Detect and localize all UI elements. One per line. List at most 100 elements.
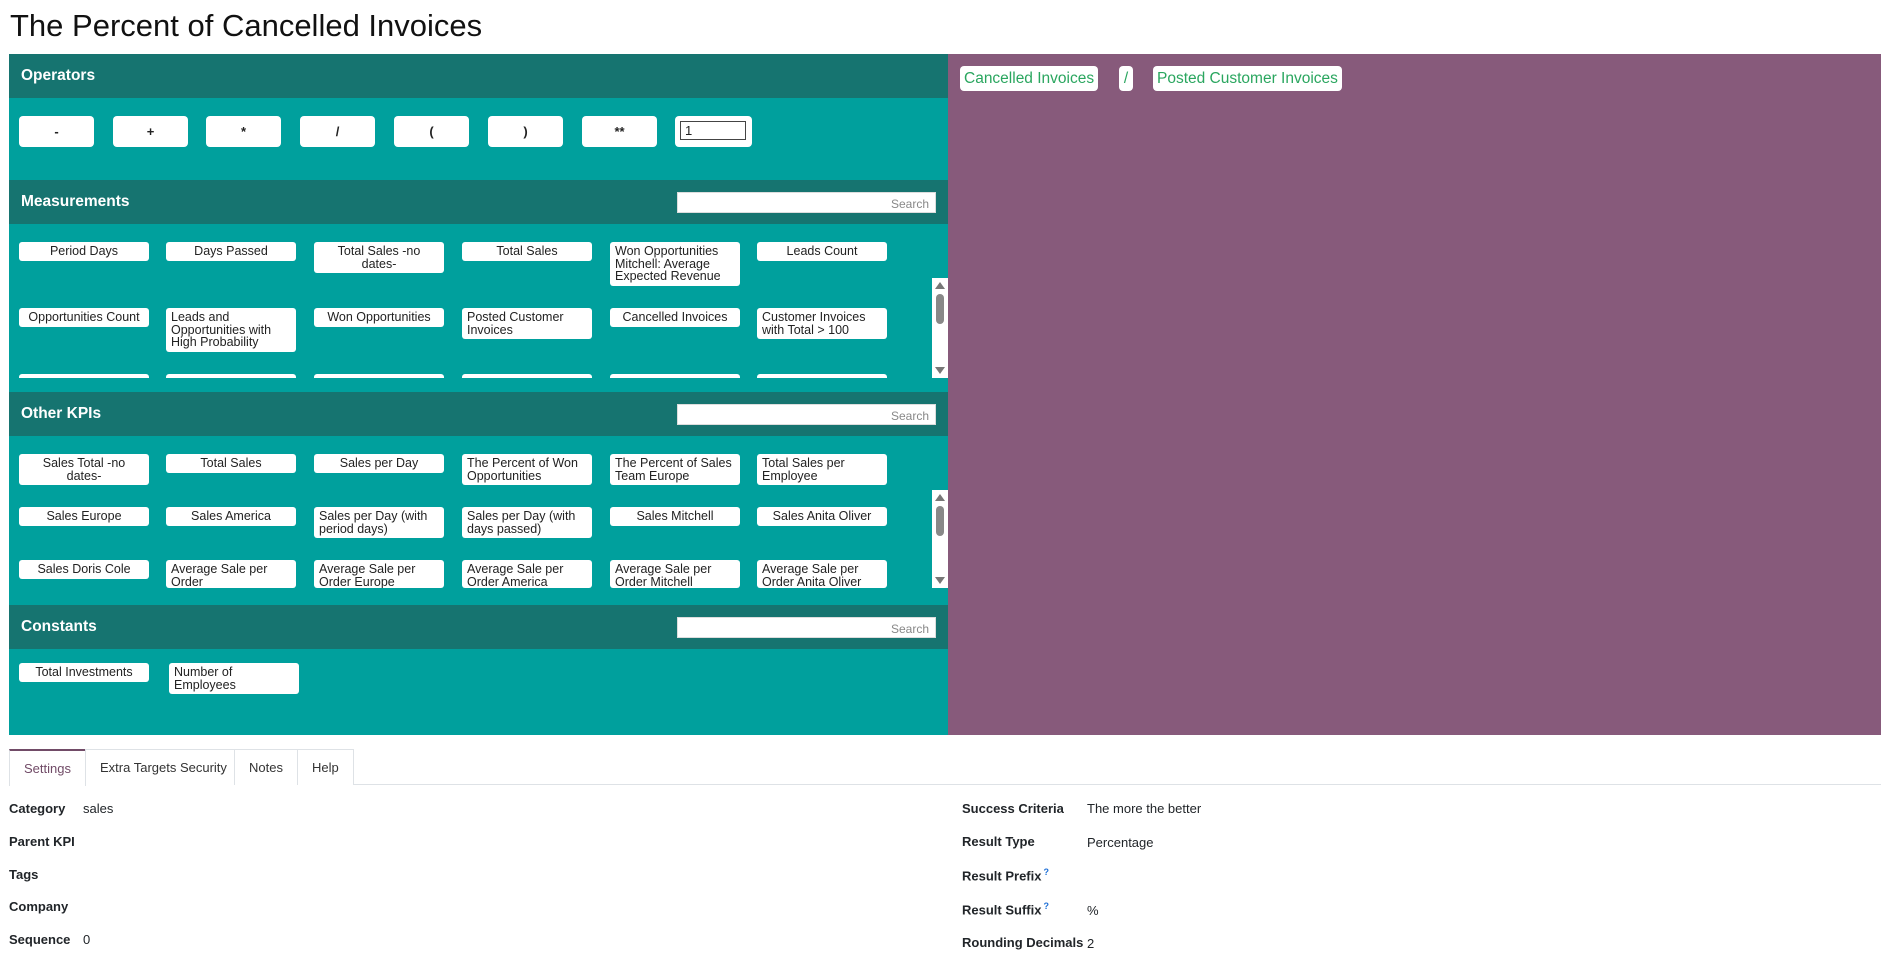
tab-notes[interactable]: Notes xyxy=(234,749,298,785)
measurement-item[interactable]: Total Sales xyxy=(462,242,592,261)
measurement-item[interactable]: Days Passed xyxy=(166,242,296,261)
operator-open-paren-button[interactable]: ( xyxy=(394,116,469,147)
other-kpis-title: Other KPIs xyxy=(21,405,102,422)
help-tooltip-icon[interactable]: ? xyxy=(1043,901,1049,911)
measurements-list: Period Days Days Passed Total Sales -no … xyxy=(9,224,948,378)
formula-token-posted-customer-invoices[interactable]: Posted Customer Invoices xyxy=(1153,66,1342,91)
formula-token-cancelled-invoices[interactable]: Cancelled Invoices xyxy=(960,66,1099,91)
result-type-field[interactable]: Percentage xyxy=(1087,835,1154,850)
constants-search-input[interactable] xyxy=(677,617,936,638)
sequence-label: Sequence xyxy=(9,932,71,947)
scroll-up-icon[interactable] xyxy=(935,494,945,501)
operator-close-paren-button[interactable]: ) xyxy=(488,116,563,147)
measurements-scrollbar[interactable] xyxy=(932,278,948,378)
scroll-down-icon[interactable] xyxy=(935,577,945,584)
kpi-item[interactable]: Sales Anita Oliver xyxy=(757,507,887,526)
measurement-item-partial[interactable] xyxy=(610,374,740,378)
result-type-label: Result Type xyxy=(962,834,1035,849)
measurement-item[interactable]: Total Sales -no dates- xyxy=(314,242,444,273)
operator-multiply-button[interactable]: * xyxy=(206,116,281,147)
measurement-item-partial[interactable] xyxy=(757,374,887,378)
scroll-down-icon[interactable] xyxy=(935,367,945,374)
kpi-item[interactable]: Average Sale per Order Mitchell xyxy=(610,560,740,588)
kpi-item[interactable]: Sales per Day (with days passed) xyxy=(462,507,592,538)
measurement-item[interactable]: Period Days xyxy=(19,242,149,261)
result-suffix-label-text: Result Suffix xyxy=(962,902,1042,918)
measurement-item[interactable]: Opportunities Count xyxy=(19,308,149,327)
measurements-header: Measurements xyxy=(9,180,948,224)
rounding-decimals-field[interactable]: 2 xyxy=(1087,936,1095,951)
measurements-title: Measurements xyxy=(21,193,130,210)
kpi-item[interactable]: Sales per Day (with period days) xyxy=(314,507,444,538)
tags-label: Tags xyxy=(9,867,39,882)
operator-power-button[interactable]: ** xyxy=(582,116,657,147)
kpi-item[interactable]: Sales Mitchell xyxy=(610,507,740,526)
operators-header: Operators xyxy=(9,54,948,98)
constant-input-wrapper xyxy=(675,116,752,147)
success-criteria-label: Success Criteria xyxy=(962,801,1064,816)
measurement-item[interactable]: Won Opportunities Mitchell: Average Expe… xyxy=(610,242,740,286)
result-prefix-label-text: Result Prefix xyxy=(962,868,1042,884)
measurement-item[interactable]: Leads and Opportunities with High Probab… xyxy=(166,308,296,352)
operators-title: Operators xyxy=(21,67,96,84)
measurement-item[interactable]: Customer Invoices with Total > 100 xyxy=(757,308,887,339)
category-label: Category xyxy=(9,801,66,816)
kpi-item[interactable]: Sales Doris Cole xyxy=(19,560,149,579)
kpi-item[interactable]: Average Sale per Order Europe xyxy=(314,560,444,588)
constant-number-input[interactable] xyxy=(680,121,746,140)
scroll-up-icon[interactable] xyxy=(935,282,945,289)
company-label: Company xyxy=(9,899,69,914)
kpi-item[interactable]: The Percent of Won Opportunities xyxy=(462,454,592,485)
measurement-item[interactable]: Cancelled Invoices xyxy=(610,308,740,327)
constant-item[interactable]: Number of Employees xyxy=(169,663,299,694)
page-title: The Percent of Cancelled Invoices xyxy=(10,8,483,43)
kpi-item[interactable]: Sales per Day xyxy=(314,454,444,473)
constant-item[interactable]: Total Investments xyxy=(19,663,149,682)
operator-divide-button[interactable]: / xyxy=(300,116,375,147)
kpi-item[interactable]: Total Sales per Employee xyxy=(757,454,887,485)
kpi-item[interactable]: Average Sale per Order America xyxy=(462,560,592,588)
help-tooltip-icon[interactable]: ? xyxy=(1043,867,1049,877)
formula-token-divide[interactable]: / xyxy=(1119,66,1133,91)
measurements-search-input[interactable] xyxy=(677,192,936,213)
kpi-item[interactable]: Sales Total -no dates- xyxy=(19,454,149,485)
other-kpis-search-input[interactable] xyxy=(677,404,936,425)
rounding-decimals-label: Rounding Decimals xyxy=(962,935,1084,950)
tab-help[interactable]: Help xyxy=(297,749,354,785)
operator-plus-button[interactable]: + xyxy=(113,116,188,147)
measurement-item[interactable]: Leads Count xyxy=(757,242,887,261)
kpi-item[interactable]: Sales America xyxy=(166,507,296,526)
result-prefix-label: Result Prefix? xyxy=(962,867,1049,883)
kpi-item[interactable]: Average Sale per Order xyxy=(166,560,296,588)
measurement-item-partial[interactable] xyxy=(166,374,296,378)
other-kpis-header: Other KPIs xyxy=(9,392,948,436)
tab-settings[interactable]: Settings xyxy=(9,749,86,786)
success-criteria-field[interactable]: The more the better xyxy=(1087,801,1202,816)
measurement-item[interactable]: Won Opportunities xyxy=(314,308,444,327)
operator-minus-button[interactable]: - xyxy=(19,116,94,147)
scroll-thumb[interactable] xyxy=(936,506,944,536)
measurement-item-partial[interactable] xyxy=(19,374,149,378)
constants-header: Constants xyxy=(9,605,948,649)
measurement-item-partial[interactable] xyxy=(314,374,444,378)
formula-builder: Operators - + * / ( ) ** Measurements Pe… xyxy=(9,54,948,735)
measurement-item[interactable]: Posted Customer Invoices xyxy=(462,308,592,339)
kpi-item[interactable]: Average Sale per Order Anita Oliver xyxy=(757,560,887,588)
result-suffix-label: Result Suffix? xyxy=(962,901,1049,917)
kpi-item[interactable]: Total Sales xyxy=(166,454,296,473)
tab-extra-targets-security[interactable]: Extra Targets Security xyxy=(85,749,242,785)
measurement-item-partial[interactable] xyxy=(462,374,592,378)
scroll-thumb[interactable] xyxy=(936,294,944,324)
constants-list: Total Investments Number of Employees xyxy=(9,649,948,735)
other-kpis-scrollbar[interactable] xyxy=(932,490,948,588)
parent-kpi-label: Parent KPI xyxy=(9,834,75,849)
result-suffix-field[interactable]: % xyxy=(1087,903,1099,918)
formula-canvas[interactable]: Cancelled Invoices / Posted Customer Inv… xyxy=(948,54,1881,735)
kpi-item[interactable]: The Percent of Sales Team Europe xyxy=(610,454,740,485)
other-kpis-list: Sales Total -no dates- Total Sales Sales… xyxy=(9,436,948,588)
category-field[interactable]: sales xyxy=(83,801,114,816)
form-tabs: Settings Extra Targets Security Notes He… xyxy=(9,749,1881,786)
sequence-field[interactable]: 0 xyxy=(83,932,91,947)
constants-title: Constants xyxy=(21,618,97,635)
kpi-item[interactable]: Sales Europe xyxy=(19,507,149,526)
